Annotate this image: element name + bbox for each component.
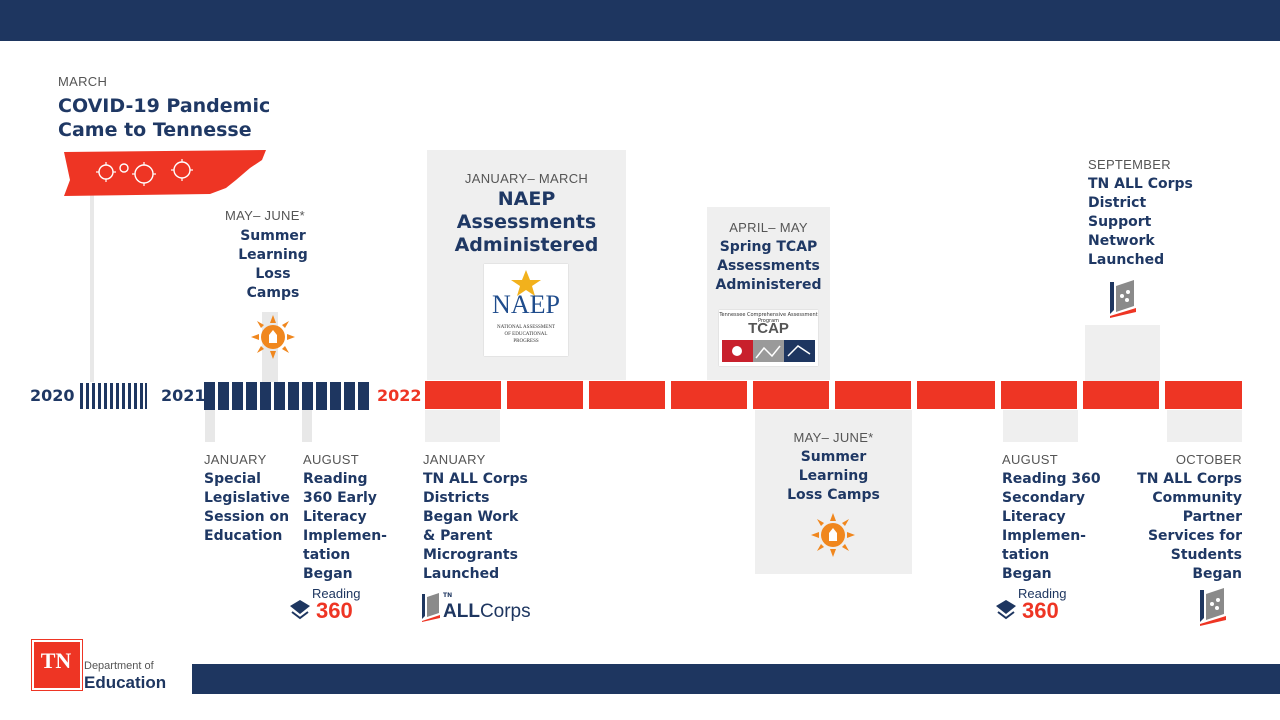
reading360-logo: Reading 360: [994, 586, 1084, 626]
covid-month: MARCH: [58, 74, 108, 89]
aug-2021-month: AUGUST: [303, 452, 359, 467]
allcorps-logo: TN ALLCorps: [421, 592, 541, 626]
summer-camp-sun-icon: [249, 313, 297, 361]
month-segment: [425, 381, 501, 409]
jan-2022-month: JANUARY: [423, 452, 486, 467]
network-month: SEPTEMBER: [1088, 157, 1171, 172]
connector-covid: [90, 194, 94, 382]
connector-aug-2022: [1003, 410, 1078, 442]
allcorps-network-panel: [1085, 325, 1160, 381]
connector-aug-2021: [302, 409, 312, 442]
connector-jan-2021: [205, 409, 215, 442]
year-2021-label: 2021: [161, 386, 206, 405]
year-2020-ticks: [78, 382, 148, 410]
top-banner: [0, 0, 1280, 41]
tcap-logo: Tennessee Comprehensive Assessment Progr…: [719, 310, 818, 366]
month-segment: [589, 381, 665, 409]
jan-2021-title: Special Legislative Session on Education: [204, 471, 290, 544]
summer-2021-month: MAY– JUNE*: [224, 208, 306, 223]
oct-2022-month: OCTOBER: [1175, 452, 1242, 467]
connector-oct-2022: [1167, 410, 1242, 442]
tcap-title: Spring TCAP Assessments Administered: [715, 239, 822, 293]
year-2020-label: 2020: [30, 386, 75, 405]
month-segment: [835, 381, 911, 409]
month-segment: [1165, 381, 1242, 409]
summer-2022-title: Summer Learning Loss Camps: [787, 449, 880, 503]
bottom-banner: [192, 664, 1280, 694]
summer-2021-title: Summer Learning Loss Camps: [238, 228, 308, 301]
allcorps-emblem-icon: [1198, 588, 1228, 626]
summer-camp-sun-icon: [809, 511, 857, 559]
allcorps-emblem-icon: [1108, 280, 1138, 318]
jan-2021-month: JANUARY: [204, 452, 267, 467]
tn-doe-logo: TN Department of Education: [32, 640, 182, 692]
month-segment: [917, 381, 995, 409]
month-segment: [753, 381, 829, 409]
tcap-month: APRIL– MAY: [729, 220, 808, 235]
year-2021-segments: [204, 382, 370, 410]
aug-2021-title: Reading 360 Early Literacy Implemen- tat…: [303, 471, 387, 582]
reading360-logo: Reading 360: [288, 586, 378, 626]
aug-2022-month: AUGUST: [1002, 452, 1058, 467]
month-segment: [507, 381, 583, 409]
month-segment: [1083, 381, 1159, 409]
naep-month: JANUARY– MARCH: [464, 171, 589, 186]
month-segment: [1001, 381, 1077, 409]
tennessee-map-icon: [60, 150, 270, 200]
connector-jan-2022: [425, 410, 500, 442]
naep-logo: NAEP NATIONAL ASSESSMENT OF EDUCATIONAL …: [484, 264, 568, 356]
month-segment: [671, 381, 747, 409]
summer-2022-month: MAY– JUNE*: [793, 430, 874, 445]
oct-2022-title: TN ALL Corps Community Partner Services …: [1137, 471, 1242, 582]
aug-2022-title: Reading 360 Secondary Literacy Implemen-…: [1002, 471, 1101, 582]
year-2022-label: 2022: [377, 386, 422, 405]
jan-2022-title: TN ALL Corps Districts Began Work & Pare…: [423, 471, 528, 582]
naep-title: NAEP Assessments Administered: [454, 188, 599, 256]
network-title: TN ALL Corps District Support Network La…: [1088, 176, 1193, 268]
covid-title: COVID-19 Pandemic Came to Tennesse: [58, 95, 271, 141]
